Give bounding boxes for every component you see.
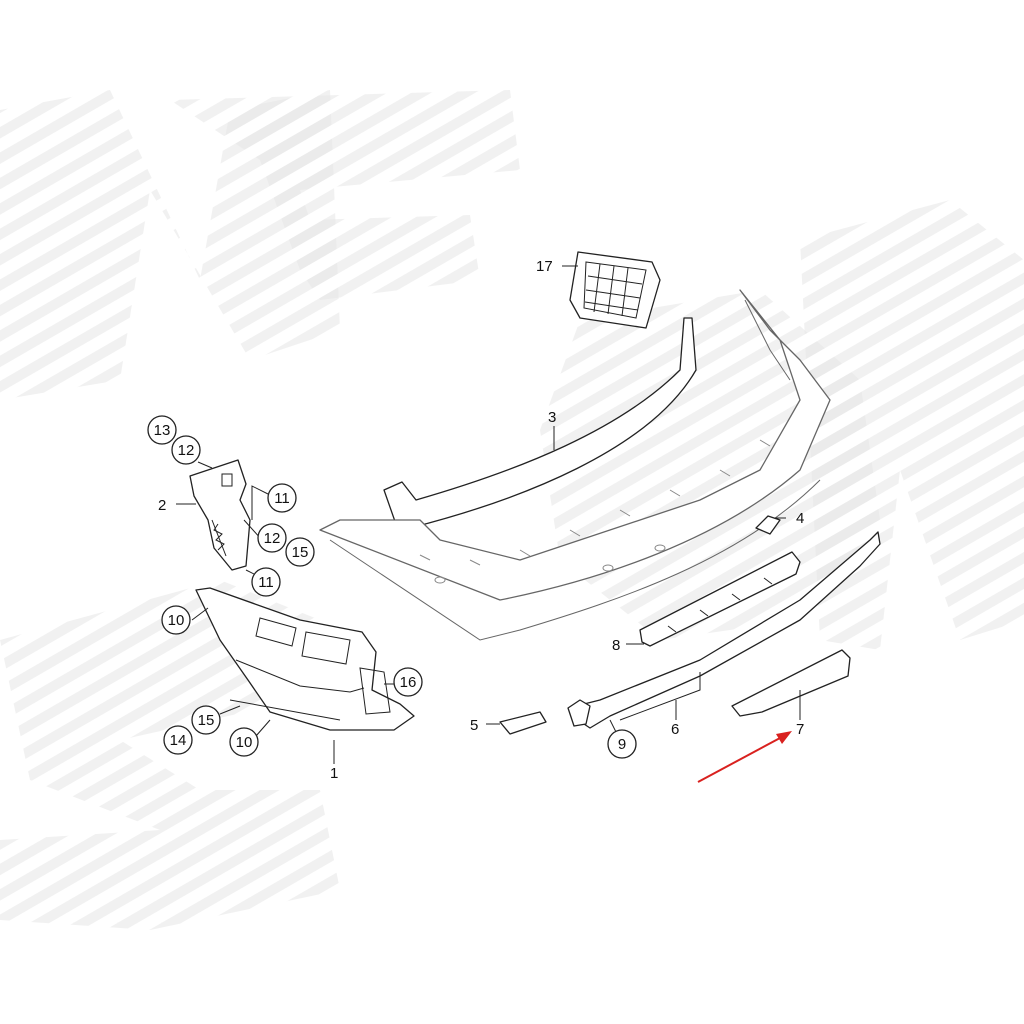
watermark bbox=[0, 90, 1024, 930]
highlight-arrow bbox=[697, 731, 792, 783]
svg-text:9: 9 bbox=[618, 736, 626, 753]
part-4-cap bbox=[755, 515, 781, 535]
callout-13: 13 bbox=[147, 415, 177, 445]
svg-text:15: 15 bbox=[198, 712, 215, 729]
part-labels: 17 3 2 4 8 1 5 6 7 bbox=[158, 258, 804, 782]
part-1-lower-panel bbox=[195, 587, 415, 731]
label-1: 1 bbox=[330, 765, 338, 782]
callout-9: 9 bbox=[607, 729, 637, 759]
part-6-center-trim bbox=[575, 531, 881, 729]
callout-10: 10 bbox=[161, 605, 191, 635]
part-7-reflector bbox=[731, 649, 851, 717]
part-17-grille bbox=[569, 251, 661, 329]
label-3: 3 bbox=[548, 409, 556, 426]
part-2-bracket bbox=[189, 459, 251, 571]
svg-text:11: 11 bbox=[274, 490, 290, 507]
svg-text:12: 12 bbox=[264, 530, 281, 547]
label-17: 17 bbox=[536, 258, 553, 275]
circled-labels: 13 12 11 12 15 11 10 16 15 14 10 9 bbox=[147, 415, 637, 759]
callout-11: 11 bbox=[267, 483, 297, 513]
callout-16: 16 bbox=[393, 667, 423, 697]
label-2: 2 bbox=[158, 497, 166, 514]
svg-text:15: 15 bbox=[292, 544, 309, 561]
svg-text:16: 16 bbox=[400, 674, 417, 691]
svg-text:13: 13 bbox=[154, 422, 171, 439]
label-4: 4 bbox=[796, 510, 804, 527]
callout-10: 10 bbox=[229, 727, 259, 757]
callout-12: 12 bbox=[171, 435, 201, 465]
part-9-bracket bbox=[567, 699, 591, 727]
part-8-trim bbox=[639, 551, 801, 647]
callout-12: 12 bbox=[257, 523, 287, 553]
bumper-cover bbox=[319, 289, 831, 641]
part-5-small-cover bbox=[499, 711, 547, 735]
svg-text:10: 10 bbox=[168, 612, 185, 629]
label-8: 8 bbox=[612, 637, 620, 654]
callout-15: 15 bbox=[191, 705, 221, 735]
label-5: 5 bbox=[470, 717, 478, 734]
svg-text:14: 14 bbox=[170, 732, 187, 749]
callout-15: 15 bbox=[285, 537, 315, 567]
callout-11: 11 bbox=[251, 567, 281, 597]
label-7: 7 bbox=[796, 721, 804, 738]
part-3-upper-trim-strip bbox=[383, 317, 697, 531]
svg-text:11: 11 bbox=[258, 574, 274, 591]
label-6: 6 bbox=[671, 721, 679, 738]
svg-text:12: 12 bbox=[178, 442, 195, 459]
svg-text:10: 10 bbox=[236, 734, 253, 751]
callout-14: 14 bbox=[163, 725, 193, 755]
